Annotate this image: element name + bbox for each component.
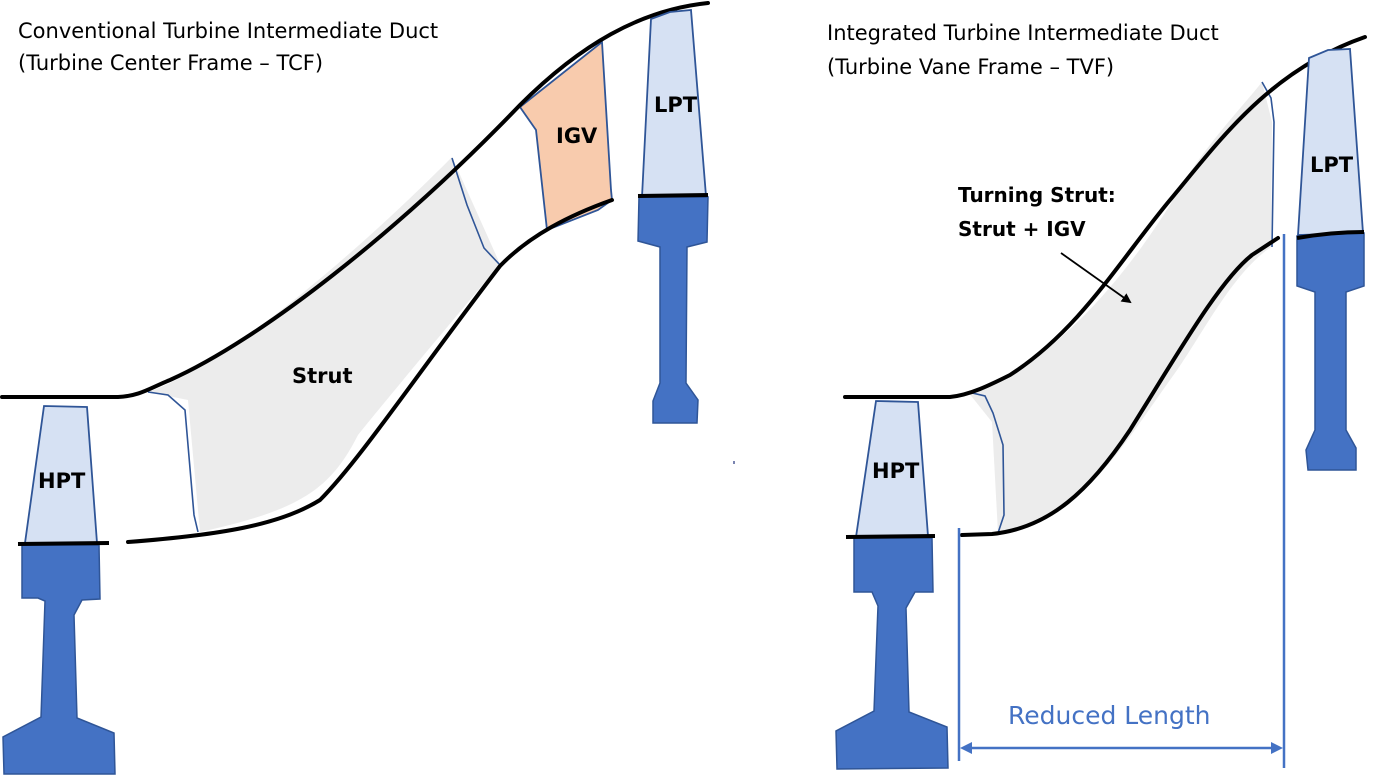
right-hpt-label: HPT [872,459,920,483]
turning-strut-shape [968,82,1272,533]
right-lpt-blade [1297,48,1364,236]
left-title-line2: (Turbine Center Frame – TCF) [18,51,323,75]
turning-strut-annotation-line2: Strut + IGV [958,217,1086,241]
left-title-line1: Conventional Turbine Intermediate Duct [18,19,438,43]
right-inner-wall [960,236,1280,537]
strut-trailing-edge [451,157,501,266]
right-hpt-platform [845,534,936,539]
strut-label: Strut [292,364,353,388]
turning-strut-trailing-edge [1261,81,1275,248]
right-title-line2: (Turbine Vane Frame – TVF) [827,55,1114,79]
right-hpt-disk [835,537,949,770]
conventional-duct-panel: Conventional Turbine Intermediate Duct (… [0,1,735,775]
dimension-arrowhead-right [1271,742,1283,754]
right-lpt-platform [1296,230,1365,240]
left-hpt-label: HPT [38,469,86,493]
left-outer-wall [0,1,710,399]
stray-mark [733,461,735,464]
igv-label: IGV [556,124,598,148]
right-lpt-label: LPT [1310,153,1354,177]
igv-shape [518,40,613,232]
strut-leading-edge [147,391,199,533]
integrated-duct-panel: Integrated Turbine Intermediate Duct (Tu… [827,21,1367,770]
left-inner-wall [126,198,614,544]
left-hpt-platform [17,541,110,546]
left-lpt-blade [641,9,707,198]
right-outer-wall [843,35,1367,399]
reduced-length-label: Reduced Length [1008,701,1211,730]
dimension-arrowhead-left [960,742,972,754]
right-lpt-disk [1296,232,1365,471]
annotation-arrow [1060,252,1132,304]
turning-strut-leading-edge [967,391,1005,534]
turning-strut-annotation-line1: Turning Strut: [958,183,1116,207]
left-lpt-platform [637,193,709,198]
strut-shape [148,157,500,532]
right-title-line1: Integrated Turbine Intermediate Duct [827,21,1219,45]
left-hpt-disk [2,544,116,775]
left-lpt-disk [637,196,709,424]
left-lpt-label: LPT [654,93,698,117]
